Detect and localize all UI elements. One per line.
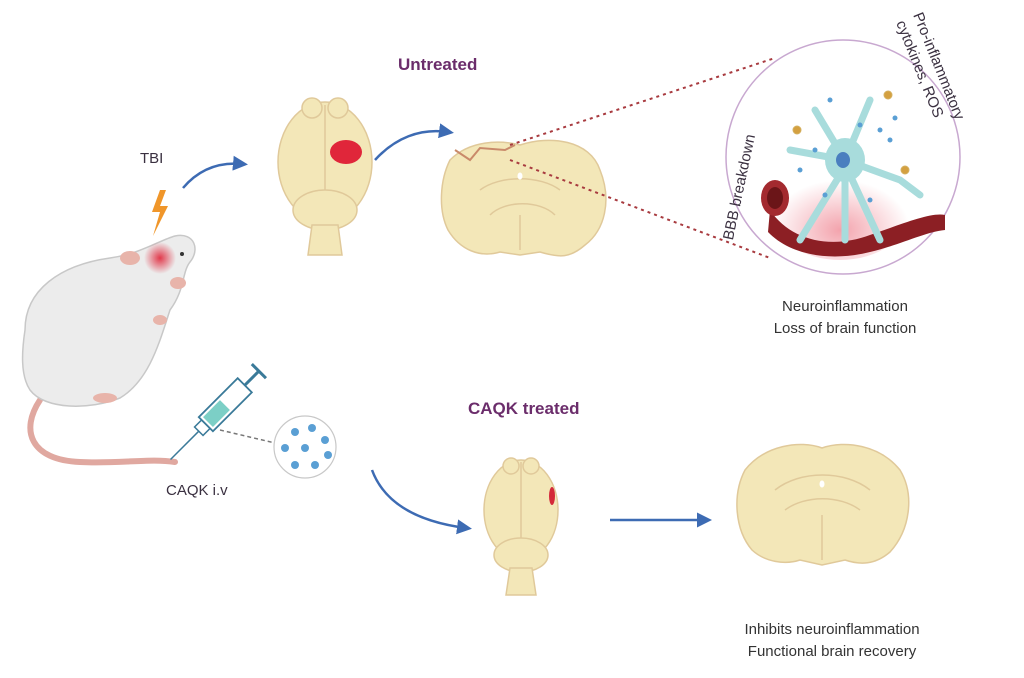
microglia [792, 90, 910, 175]
treated-brain-section [736, 443, 910, 566]
treated-outcome-line2: Functional brain recovery [747, 643, 917, 660]
syringe-link [219, 429, 276, 444]
lightning-icon [152, 190, 168, 236]
treated-outcome: Inhibits neuroinflammation Functional br… [712, 619, 952, 663]
small-lesion [549, 487, 555, 505]
treatment-arrow [370, 469, 472, 535]
untreated-heading: Untreated [398, 55, 478, 74]
untreated-outcome-line2: Loss of brain function [773, 320, 917, 337]
peptide-particles [273, 415, 337, 479]
untreated-outcome-line1: Neuroinflammation [782, 298, 908, 315]
treated-brain-top [483, 457, 559, 596]
blood-vessel [768, 210, 945, 257]
untreated-brain-top [277, 97, 373, 256]
zoom-line-top [509, 57, 776, 146]
zoom-line-bottom [509, 159, 771, 259]
untreated-outcome: Neuroinflammation Loss of brain function [730, 296, 960, 340]
tbi-label: TBI [140, 150, 164, 167]
rat-illustration [21, 234, 196, 466]
rat-tail [27, 397, 178, 466]
neuroinflammation-inset [725, 39, 961, 275]
injury-site [144, 242, 176, 274]
caqk-treated-heading: CAQK treated [468, 399, 580, 418]
syringe-icon [169, 362, 268, 461]
untreated-brain-section [440, 139, 607, 257]
brain-to-section-arrow [374, 123, 454, 161]
rat-eye [180, 252, 184, 256]
tbi-arrow [182, 155, 248, 189]
caqk-iv-label: CAQK i.v [166, 482, 228, 499]
treated-outcome-line1: Inhibits neuroinflammation [744, 621, 920, 638]
cytokine-dots [797, 97, 898, 203]
rat-ear [120, 251, 140, 265]
large-lesion [330, 140, 362, 164]
